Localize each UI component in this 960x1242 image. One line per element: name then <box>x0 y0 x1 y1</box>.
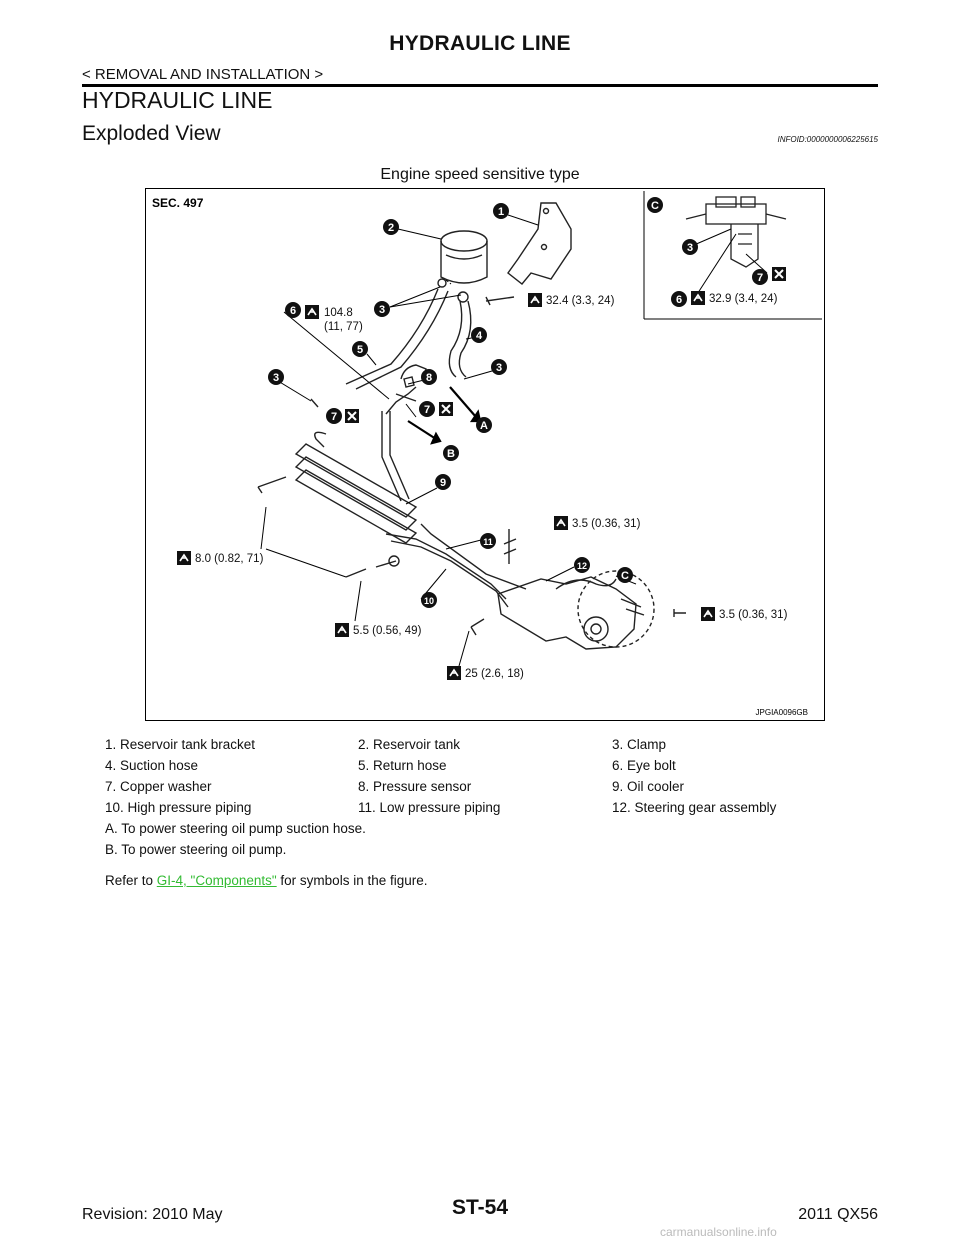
sec-label: SEC. 497 <box>152 196 204 210</box>
legend-item: 12. Steering gear assembly <box>612 800 777 815</box>
callout-3: 3 <box>379 304 385 316</box>
callout-11: 11 <box>483 537 493 547</box>
callout-4: 4 <box>476 330 483 342</box>
legend-item: 6. Eye bolt <box>612 758 676 773</box>
callout-10: 10 <box>424 596 434 606</box>
components-drawing <box>257 202 686 650</box>
header-title: HYDRAULIC LINE <box>389 32 571 55</box>
section-breadcrumb: < REMOVAL AND INSTALLATION > <box>82 66 324 83</box>
image-code: JPGIA0096GB <box>756 708 808 717</box>
legend-item: 5. Return hose <box>358 758 447 773</box>
torque-cooler-bolt: 3.5 (0.36, 31) <box>572 518 641 530</box>
info-id: INFOID:0000000006225615 <box>777 135 878 144</box>
callout-7: 7 <box>331 411 337 423</box>
torque-icon <box>304 304 320 320</box>
torque-icon <box>446 665 462 681</box>
refer-prefix: Refer to <box>105 873 157 888</box>
callout-2: 2 <box>388 222 394 234</box>
watermark: carmanualsonline.info <box>660 1225 777 1239</box>
torque-icon <box>700 606 716 622</box>
legend-item: 1. Reservoir tank bracket <box>105 737 256 752</box>
callout-3: 3 <box>496 362 502 374</box>
inset-callout-7: 7 <box>757 272 763 284</box>
callout-5: 5 <box>357 344 363 356</box>
callout-8: 8 <box>426 372 432 384</box>
torque-icon <box>334 622 350 638</box>
inset-callout-c: C <box>651 200 659 212</box>
page-title: HYDRAULIC LINE <box>82 87 273 113</box>
inset-fitting <box>685 196 787 268</box>
torque-mount-lower: 5.5 (0.56, 49) <box>353 625 422 637</box>
legend-item: 7. Copper washer <box>105 779 212 794</box>
callout-1: 1 <box>498 206 504 218</box>
inset-callout-6: 6 <box>676 294 682 306</box>
legend-item: 11. Low pressure piping <box>358 800 501 815</box>
torque-icon <box>176 550 192 566</box>
exploded-view-figure: SEC. 497 <box>145 188 825 721</box>
refer-suffix: for symbols in the figure. <box>276 873 428 888</box>
footer-revision: Revision: 2010 May <box>82 1206 223 1223</box>
footer-page-number: ST-54 <box>451 1196 509 1219</box>
torque-gear-bolt: 25 (2.6, 18) <box>465 668 524 680</box>
subtitle: Exploded View <box>82 122 221 145</box>
legend-note-a: A. To power steering oil pump suction ho… <box>105 821 366 836</box>
torque-eye-bolt-value: 104.8 <box>324 307 353 319</box>
torque-icon <box>553 515 569 531</box>
callout-7: 7 <box>424 404 430 416</box>
torque-mount-left: 8.0 (0.82, 71) <box>195 553 264 565</box>
direction-arrows <box>407 386 482 445</box>
inset-callout-3: 3 <box>687 242 693 254</box>
header-rule <box>82 84 878 87</box>
legend-note-b: B. To power steering oil pump. <box>105 842 287 857</box>
torque-bracket: 32.4 (3.3, 24) <box>546 295 615 307</box>
torque-icon <box>527 292 543 308</box>
legend-item: 9. Oil cooler <box>612 779 685 794</box>
callout-12: 12 <box>577 561 587 571</box>
components-link[interactable]: GI-4, "Components" <box>156 873 277 888</box>
callout-3: 3 <box>273 372 279 384</box>
legend-item: 8. Pressure sensor <box>358 779 472 794</box>
legend-item: 3. Clamp <box>612 737 667 752</box>
torque-eye-bolt-units: (11, 77) <box>324 321 363 333</box>
exploded-view-drawing: SEC. 497 <box>152 191 822 717</box>
callout-9: 9 <box>440 477 446 489</box>
torque-icon <box>690 290 706 306</box>
arrow-label-b: B <box>447 448 455 460</box>
footer-model: 2011 QX56 <box>798 1206 878 1223</box>
legend-item: 2. Reservoir tank <box>358 737 461 752</box>
callout-6: 6 <box>290 305 296 317</box>
refer-text: Refer to GI-4, "Components" for symbols … <box>105 873 428 888</box>
legend-item: 10. High pressure piping <box>105 800 252 815</box>
callout-badges: 1 2 3 3 3 4 5 6 7 8 7 9 10 11 12 C C 3 7… <box>268 197 768 608</box>
figure-caption: Engine speed sensitive type <box>380 166 580 183</box>
torque-inset: 32.9 (3.4, 24) <box>709 293 778 305</box>
legend-item: 4. Suction hose <box>105 758 199 773</box>
replace-part-icons <box>345 267 786 423</box>
callout-c: C <box>621 570 629 582</box>
torque-gear-side: 3.5 (0.36, 31) <box>719 609 788 621</box>
arrow-label-a: A <box>480 420 488 432</box>
